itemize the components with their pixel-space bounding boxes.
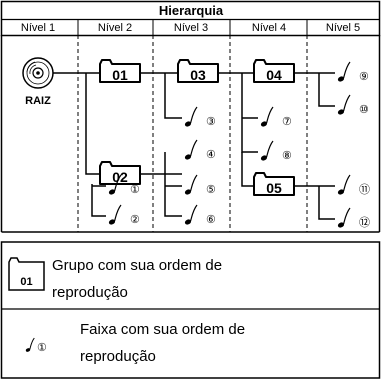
svg-text:04: 04 [266, 67, 282, 83]
column-header-nivel-2: Nível 2 [98, 22, 132, 34]
svg-text:⑦: ⑦ [282, 116, 292, 128]
svg-text:05: 05 [266, 180, 282, 196]
legend-track-text-line-2: reprodução [80, 348, 156, 365]
track-3: ③ [183, 106, 216, 129]
column-header-nivel-5: Nível 5 [326, 22, 360, 34]
svg-text:②: ② [130, 214, 140, 226]
column-header-nivel-4: Nível 4 [252, 22, 286, 34]
column-header-nivel-3: Nível 3 [174, 22, 208, 34]
legend-folder-icon: 01 [8, 257, 45, 291]
group-folder-01: 01 [99, 59, 141, 83]
track-10: ⑩ [336, 94, 369, 117]
track-8: ⑧ [259, 140, 292, 163]
group-folder-02: 02 [99, 161, 141, 185]
svg-text:01: 01 [20, 276, 32, 288]
track-12: ⑫ [336, 207, 370, 230]
svg-text:01: 01 [112, 67, 128, 83]
root-label: RAIZ [25, 95, 51, 107]
legend-frame [0, 241, 381, 379]
svg-text:①: ① [37, 342, 47, 354]
group-folder-03: 03 [177, 59, 219, 83]
svg-text:⑥: ⑥ [206, 214, 216, 226]
svg-text:⑪: ⑪ [359, 183, 370, 196]
diagram-title: Hierarquia [159, 3, 224, 18]
legend-track-text-line-1: Faixa com sua ordem de [80, 321, 245, 338]
legend-track-item: ① Faixa com sua ordem de reprodução [25, 321, 245, 365]
svg-text:03: 03 [190, 67, 206, 83]
group-folder-04: 04 [253, 59, 295, 83]
column-dividers [77, 19, 308, 232]
track-1: ① [107, 174, 140, 197]
svg-text:⑧: ⑧ [282, 150, 292, 162]
track-5: ⑤ [183, 174, 216, 197]
svg-text:⑤: ⑤ [206, 184, 216, 196]
legend-group-text-line-2: reprodução [52, 284, 128, 301]
track-4: ④ [183, 139, 216, 162]
track-11: ⑪ [336, 174, 370, 197]
legend-group-item: 01 Grupo com sua ordem de reprodução [8, 257, 222, 301]
svg-text:③: ③ [206, 116, 216, 128]
svg-text:⑨: ⑨ [359, 71, 369, 83]
column-header-nivel-1: Nível 1 [21, 22, 55, 34]
connector-lines [53, 72, 335, 220]
svg-text:①: ① [130, 184, 140, 196]
track-6: ⑥ [183, 204, 216, 227]
svg-text:④: ④ [206, 149, 216, 161]
disc-icon [22, 57, 54, 89]
legend-group-text-line-1: Grupo com sua ordem de [52, 257, 222, 274]
track-7: ⑦ [259, 106, 292, 129]
track-2: ② [107, 204, 140, 227]
svg-text:⑩: ⑩ [359, 104, 369, 116]
svg-text:⑫: ⑫ [359, 216, 370, 229]
header-frame [0, 0, 381, 37]
legend-note-icon: ① [25, 337, 47, 354]
group-folder-05: 05 [253, 172, 295, 196]
track-9: ⑨ [336, 61, 369, 84]
